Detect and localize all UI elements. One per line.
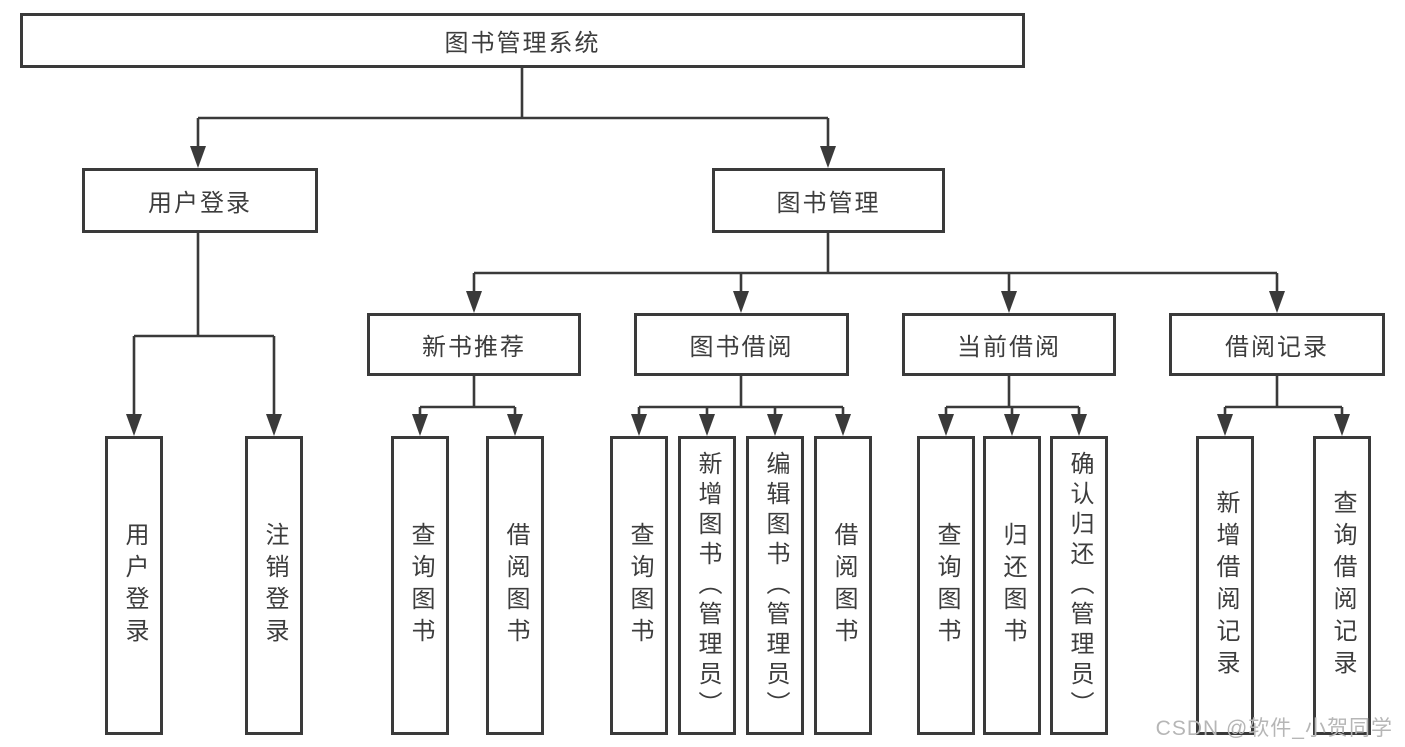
connector-userlogin-to-leaves [126, 233, 282, 436]
node-book-borrowing: 图书借阅 [634, 313, 849, 376]
connector-root-to-level2 [190, 68, 836, 168]
node-user-login-branch: 用户登录 [82, 168, 318, 233]
leaf-query-books-borrow: 查询图书 [610, 436, 668, 735]
connector-bookborrow-to-leaves [631, 376, 851, 436]
node-library-management-system: 图书管理系统 [20, 13, 1025, 68]
leaf-query-borrow-record: 查询借阅记录 [1313, 436, 1371, 735]
leaf-user-login: 用户登录 [105, 436, 163, 735]
leaf-return-books: 归还图书 [983, 436, 1041, 735]
leaf-borrow-books-recommend: 借阅图书 [486, 436, 544, 735]
node-current-borrowing: 当前借阅 [902, 313, 1116, 376]
node-new-book-recommendation: 新书推荐 [367, 313, 581, 376]
leaf-add-borrow-record: 新增借阅记录 [1196, 436, 1254, 735]
node-book-management-branch: 图书管理 [712, 168, 945, 233]
leaf-query-books-recommend: 查询图书 [391, 436, 449, 735]
node-borrowing-records: 借阅记录 [1169, 313, 1385, 376]
csdn-watermark: CSDN @软件_小贺同学 [1155, 717, 1393, 740]
leaf-edit-books-admin: 编辑图书（管理员） [746, 436, 804, 735]
connector-bookmgmt-to-level3 [466, 233, 1285, 313]
leaf-borrow-books: 借阅图书 [814, 436, 872, 735]
leaf-logout: 注销登录 [245, 436, 303, 735]
connector-currentborrow-to-leaves [938, 376, 1087, 436]
leaf-add-books-admin: 新增图书（管理员） [678, 436, 736, 735]
leaf-query-books-current: 查询图书 [917, 436, 975, 735]
leaf-confirm-return-admin: 确认归还（管理员） [1050, 436, 1108, 735]
connector-newbookrec-to-leaves [412, 376, 523, 436]
connector-borrowrecords-to-leaves [1217, 376, 1350, 436]
